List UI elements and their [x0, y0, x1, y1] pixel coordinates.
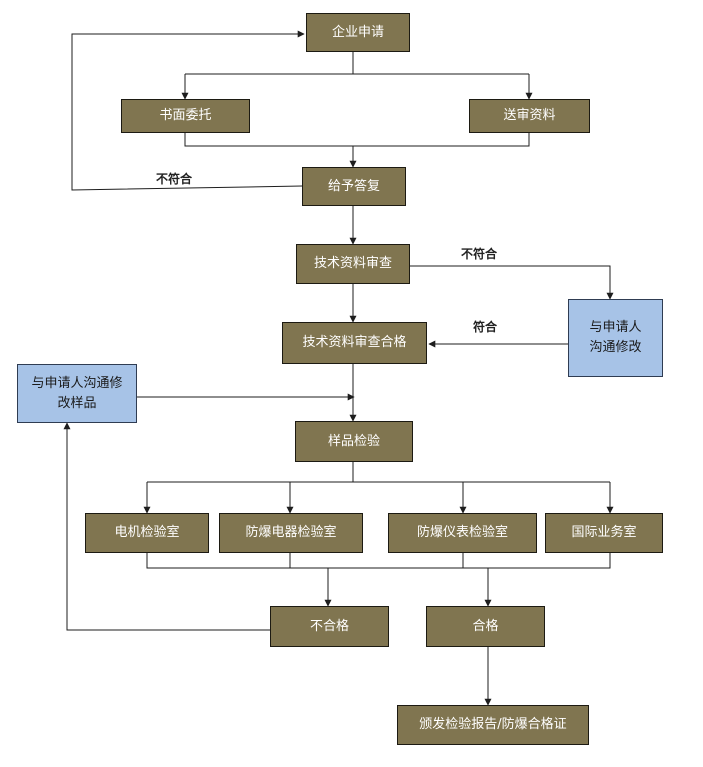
node-sample-inspection: 样品检验 [295, 421, 413, 462]
edge-label-conform: 符合 [473, 320, 498, 334]
node-written-entrust: 书面委托 [121, 99, 250, 133]
node-international-office: 国际业务室 [545, 513, 663, 553]
node-explosion-electric-lab: 防爆电器检验室 [219, 513, 363, 553]
node-issue-certificate: 颁发检验报告/防爆合格证 [397, 705, 589, 745]
edge-reply-nonconform-feedback [71, 30, 305, 191]
node-pass: 合格 [426, 606, 545, 647]
edge-labs-merge [146, 553, 611, 569]
node-tech-review: 技术资料审查 [296, 244, 410, 284]
edge-merge-to-reply [184, 133, 530, 167]
node-apply: 企业申请 [306, 13, 410, 52]
node-reply: 给予答复 [302, 167, 406, 206]
edge-apply-split [185, 52, 529, 75]
edge-fail-feedback [63, 422, 270, 631]
node-explosion-instrument-lab: 防爆仪表检验室 [388, 513, 537, 553]
node-tech-review-pass: 技术资料审查合格 [282, 322, 427, 364]
node-communicate-modify: 与申请人沟通修改 [568, 299, 663, 377]
edge-label-nonconform-reply: 不符合 [156, 172, 193, 186]
node-fail: 不合格 [270, 606, 389, 647]
node-submit-materials: 送审资料 [469, 99, 590, 133]
edge-review-nonconform [410, 265, 614, 300]
node-motor-lab: 电机检验室 [85, 513, 209, 553]
edge-sample-split [147, 462, 610, 483]
edge-label-nonconform-review: 不符合 [461, 247, 498, 261]
node-communicate-modify-sample: 与申请人沟通修改样品 [17, 364, 137, 423]
